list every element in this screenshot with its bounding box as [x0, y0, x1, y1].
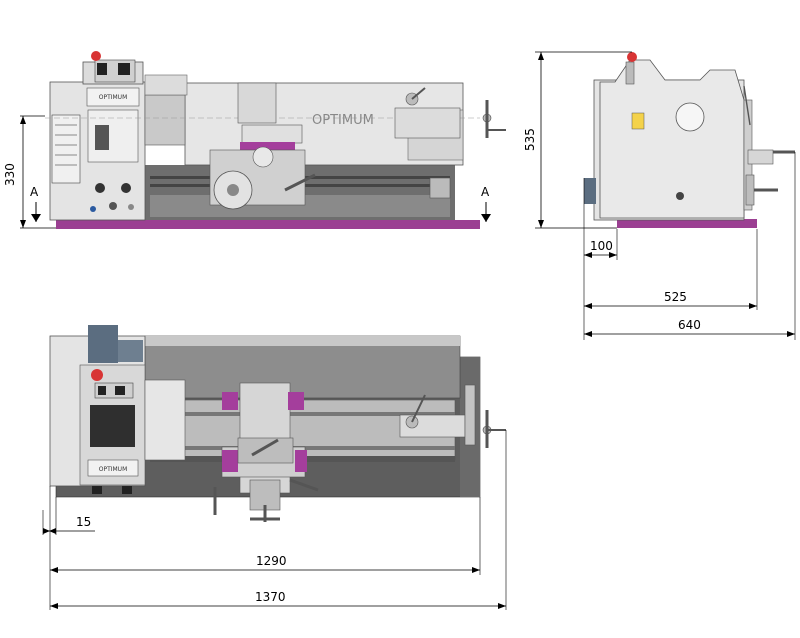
- side-spindle-bore: [675, 102, 705, 132]
- front-speed-knob: [95, 183, 105, 193]
- front-height-dimension-label: 330: [3, 163, 17, 186]
- side-height-dimension-label: 535: [523, 128, 537, 151]
- side-depth-outer-dimension-label: 640: [678, 318, 701, 332]
- top-total-length-dimension-label: 1370: [255, 590, 286, 604]
- front-tailstock-logo: OPTIMUM: [312, 113, 374, 128]
- front-view: OPTIMUM OPTIMUM: [3, 51, 506, 229]
- front-estop-button: [91, 51, 101, 61]
- top-margin-dimension-label: 15: [76, 515, 91, 529]
- side-depth-inner-dimension-label: 525: [664, 290, 687, 304]
- side-offset-dimension-label: 100: [590, 239, 613, 253]
- top-chip-guard: [144, 335, 461, 399]
- side-motor-cover: [584, 178, 596, 204]
- front-speed-chart: [51, 114, 81, 184]
- top-bed-length-dimension-label: 1290: [256, 554, 287, 568]
- front-section-a-left: A: [30, 185, 39, 199]
- top-control-panel: [90, 405, 135, 447]
- top-estop-button: [91, 369, 103, 381]
- front-tool-post: [237, 82, 277, 124]
- front-logo-plate: [86, 87, 140, 107]
- top-view: OPTIMUM 15: [42, 325, 507, 610]
- side-view: 535 100 525 640: [523, 51, 796, 340]
- top-motor: [88, 325, 118, 363]
- front-direction-knob: [121, 183, 131, 193]
- top-logo-text: OPTIMUM: [99, 466, 128, 473]
- top-logo-plate: [87, 459, 139, 477]
- front-chuck: [144, 94, 186, 146]
- side-estop-button: [627, 52, 637, 62]
- front-base-tray: [56, 220, 480, 229]
- top-chuck: [144, 379, 186, 461]
- front-tailstock: [394, 107, 461, 139]
- front-section-a-right: A: [481, 185, 490, 199]
- side-base-tray: [617, 219, 757, 228]
- front-logo-text: OPTIMUM: [99, 94, 128, 101]
